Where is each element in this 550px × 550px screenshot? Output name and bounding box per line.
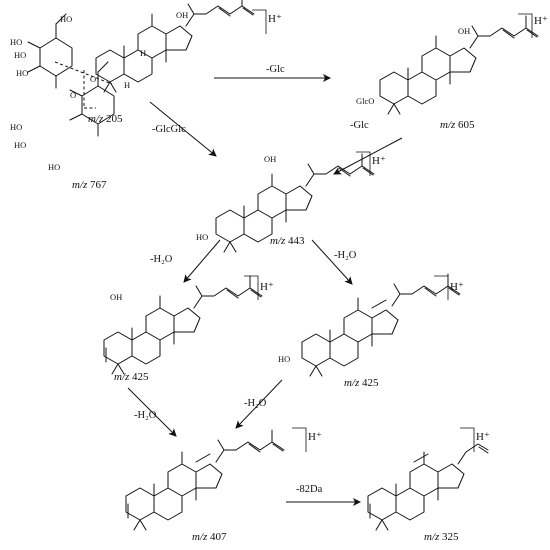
arrow-425b-407: -H₂O (235, 379, 283, 429)
arrow-605-443: -Glc (333, 120, 403, 175)
arrow-443-425b: -H₂O (311, 239, 357, 285)
atom-label: HO (278, 354, 290, 364)
mz-label: m/z 605 (440, 119, 475, 131)
arrow-767-605: -Glc (214, 64, 331, 82)
atom-label: HO (48, 162, 60, 172)
atom-label: OH (264, 154, 276, 164)
mz-label: m/z 205 (88, 113, 123, 125)
atom-label: HO (10, 37, 22, 47)
charge-label: H⁺ (268, 13, 282, 25)
transition-label: -H₂O (134, 410, 157, 421)
steroid-core-425a (103, 295, 201, 375)
charge-label: H⁺ (260, 281, 274, 293)
charge-label: H⁺ (450, 281, 464, 293)
mz-label: m/z 767 (72, 179, 107, 191)
transition-label: -H₂O (334, 250, 357, 261)
arrow-407-325: -82Da (286, 484, 361, 506)
steroid-core-407 (125, 451, 223, 531)
atom-label: O (90, 74, 96, 84)
structure-m605: GlcO OH m/z 605 H⁺ (356, 13, 548, 131)
charge-label: H⁺ (476, 431, 490, 443)
atom-label: GlcO (356, 96, 374, 106)
arrow-425a-407: -H₂O (127, 387, 177, 437)
structure-m325: m/z 325 H⁺ (367, 427, 490, 543)
mz-label: m/z 407 (192, 531, 227, 543)
structure-m425-left: OH m/z 425 H⁺ (103, 275, 274, 383)
atom-label: OH (458, 26, 470, 36)
atom-label: H (140, 48, 146, 58)
structure-m443: HO OH m/z 443 H⁺ (196, 151, 386, 253)
arrow-767-443: -GlcGlc (149, 101, 217, 157)
arrow-443-425a: -H₂O (150, 239, 221, 283)
atom-label: HO (16, 68, 28, 78)
mz-label: m/z 425 (114, 371, 149, 383)
structure-m767: HO HO HO HO O O HO HO HO OH H H m/z 205 … (10, 0, 282, 191)
steroid-core-425b (301, 297, 399, 377)
structure-m425-right: HO m/z 425 H⁺ (278, 273, 464, 389)
mz-label: m/z 325 (424, 531, 459, 543)
atom-label: O (70, 90, 76, 100)
charge-label: H⁺ (308, 431, 322, 443)
steroid-core-325 (367, 451, 465, 531)
atom-label: H (124, 80, 130, 90)
atom-label: HO (10, 122, 22, 132)
transition-label: -Glc (266, 64, 285, 75)
atom-label: HO (196, 232, 208, 242)
transition-label: -Glc (350, 120, 369, 131)
charge-label: H⁺ (534, 15, 548, 27)
atom-label: OH (110, 292, 122, 302)
mz-label: m/z 443 (270, 235, 305, 247)
transition-label: -H₂O (150, 254, 173, 265)
atom-label: HO (14, 50, 26, 60)
atom-label: OH (176, 10, 188, 20)
structure-m407: m/z 407 H⁺ (125, 427, 322, 543)
transition-label: -GlcGlc (152, 124, 186, 135)
mz-label: m/z 425 (344, 377, 379, 389)
steroid-core-605 (379, 35, 477, 115)
transition-label: -82Da (296, 484, 323, 495)
atom-label: HO (14, 140, 26, 150)
atom-label: HO (60, 14, 72, 24)
charge-label: H⁺ (372, 155, 386, 167)
transition-label: -H₂O (244, 398, 267, 409)
